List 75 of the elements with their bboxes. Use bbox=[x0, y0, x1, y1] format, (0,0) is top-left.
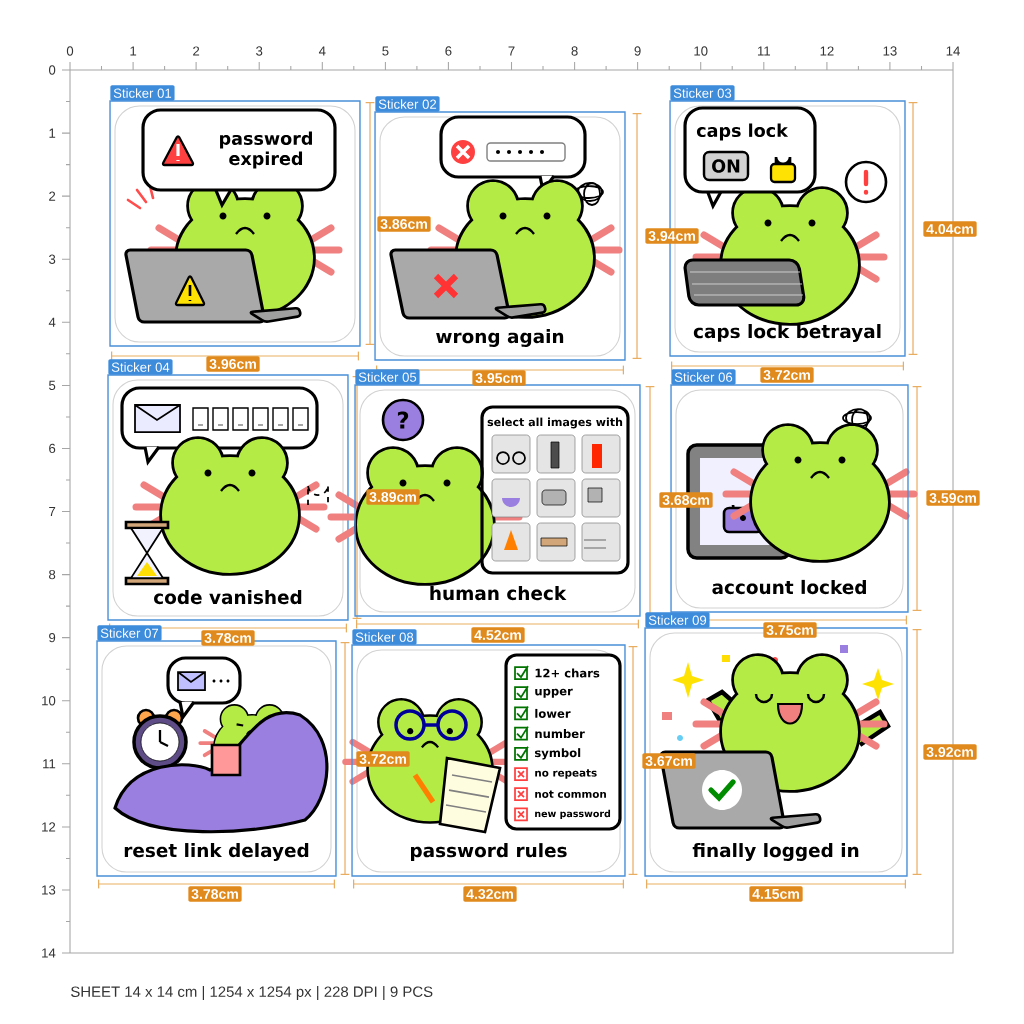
sticker-tag: Sticker 02 bbox=[375, 96, 440, 112]
sticker-caption: account locked bbox=[712, 579, 866, 595]
panel-heading: select all images with bbox=[487, 417, 623, 429]
sticker-tag: Sticker 03 bbox=[670, 85, 735, 101]
checklist-item: 12+ chars bbox=[535, 668, 600, 678]
checklist-item: number bbox=[535, 729, 585, 739]
checklist-item: not common bbox=[535, 790, 606, 798]
sticker-tag: Sticker 09 bbox=[645, 612, 710, 628]
ruler-number: 13 bbox=[42, 885, 56, 895]
ruler-number: 4 bbox=[318, 46, 326, 56]
dimension-label: 3.95cm bbox=[472, 370, 526, 386]
ruler-number: 1 bbox=[49, 128, 56, 138]
dimension-label: 4.32cm bbox=[463, 886, 517, 902]
checklist-item: lower bbox=[535, 708, 571, 718]
sticker-caption: reset link delayed bbox=[124, 843, 309, 861]
ruler-number: 7 bbox=[508, 46, 515, 56]
ruler-number: 7 bbox=[49, 506, 56, 517]
dimension-label: 4.15cm bbox=[749, 886, 803, 902]
dimension-label: 3.89cm bbox=[366, 489, 420, 505]
ruler-number: 2 bbox=[49, 191, 56, 201]
sticker-caption: caps lock betrayal bbox=[693, 324, 881, 342]
sticker-tag: Sticker 07 bbox=[97, 625, 162, 641]
dimension-label: 4.52cm bbox=[471, 627, 525, 643]
dimension-label: 3.72cm bbox=[760, 367, 814, 383]
dimension-label: 3.67cm bbox=[642, 753, 696, 769]
ruler-number: 1 bbox=[130, 46, 137, 56]
dimension-label: 3.72cm bbox=[356, 751, 410, 767]
sticker-caption: password rules bbox=[411, 843, 567, 861]
dimension-label: 3.75cm bbox=[763, 622, 817, 638]
ruler-number: 4 bbox=[48, 317, 56, 327]
ruler-number: 8 bbox=[49, 569, 56, 580]
ruler-number: 11 bbox=[43, 759, 56, 769]
ruler-number: 12 bbox=[820, 46, 834, 56]
ruler-number: 2 bbox=[193, 46, 200, 56]
checklist-item: upper bbox=[535, 688, 573, 698]
ruler-number: 3 bbox=[48, 254, 56, 264]
ruler-number: 12 bbox=[42, 822, 56, 832]
dimension-label: 3.59cm bbox=[926, 490, 980, 506]
sticker-tag: Sticker 05 bbox=[355, 369, 420, 385]
checklist-item: symbol bbox=[534, 748, 581, 760]
sticker-tag: Sticker 08 bbox=[352, 629, 417, 645]
dimension-label: 3.92cm bbox=[923, 744, 977, 760]
dimension-label: 3.86cm bbox=[377, 216, 431, 232]
sticker-tag: Sticker 01 bbox=[110, 85, 175, 101]
sheet-info: SHEET 14 x 14 cm | 1254 x 1254 px | 228 DPI | 9 PCS bbox=[71, 986, 433, 1000]
ruler-number: 10 bbox=[694, 46, 708, 56]
ruler-number: 5 bbox=[382, 46, 389, 56]
dimension-label: 3.68cm bbox=[659, 492, 713, 508]
sticker-caption: wrong again bbox=[436, 329, 564, 347]
ruler-number: 10 bbox=[42, 696, 56, 706]
dimension-label: 4.04cm bbox=[923, 221, 977, 237]
ruler-number: 3 bbox=[256, 46, 263, 56]
ruler-number: 13 bbox=[883, 46, 897, 56]
ruler-number: 14 bbox=[946, 46, 960, 56]
sticker-tag: Sticker 06 bbox=[671, 369, 736, 385]
sticker-caption: code vanished bbox=[154, 589, 302, 605]
dimension-label: 3.78cm bbox=[188, 886, 242, 902]
ruler-number: 14 bbox=[42, 948, 56, 958]
sticker-caption: human check bbox=[430, 585, 567, 601]
dimension-label: 3.94cm bbox=[645, 228, 699, 244]
ruler-number: 6 bbox=[445, 46, 452, 56]
ruler-number: 0 bbox=[49, 65, 56, 75]
ruler-number: 11 bbox=[757, 46, 770, 56]
dimension-label: 3.96cm bbox=[206, 356, 260, 372]
ruler-number: 9 bbox=[634, 46, 641, 56]
checklist-item: no repeats bbox=[535, 769, 597, 779]
sticker-tag: Sticker 04 bbox=[108, 359, 173, 375]
checklist-item: new password bbox=[535, 809, 611, 819]
ruler-number: 0 bbox=[66, 46, 74, 56]
ruler-number: 6 bbox=[49, 443, 56, 454]
ruler-number: 9 bbox=[49, 632, 56, 643]
dimension-label: 3.78cm bbox=[201, 630, 255, 646]
ruler-number: 8 bbox=[571, 46, 578, 56]
ruler-number: 5 bbox=[49, 380, 56, 390]
sticker-caption: finally logged in bbox=[692, 843, 859, 861]
